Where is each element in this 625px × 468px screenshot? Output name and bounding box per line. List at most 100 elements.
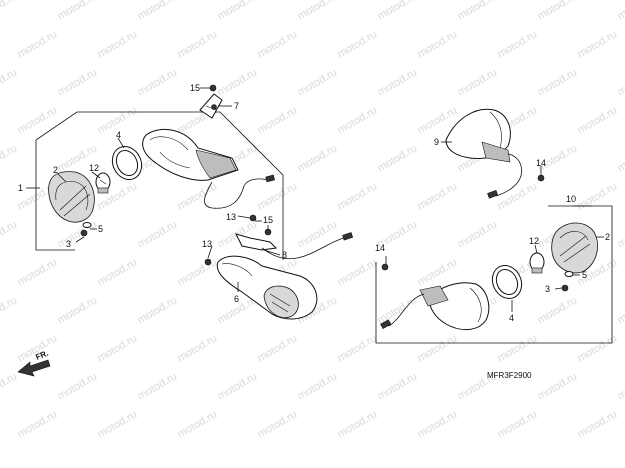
watermark-text: motod.ru <box>576 104 620 136</box>
watermark-text: motod.ru <box>296 142 340 174</box>
watermark-text: motod.ru <box>136 66 180 98</box>
watermark-text: motod.ru <box>416 180 460 212</box>
watermark-text: motod.ru <box>96 408 140 440</box>
watermark-text: motod.ru <box>336 256 380 288</box>
front-group-frame-left <box>35 140 75 251</box>
front-turn-signal-lower <box>216 255 318 320</box>
callout-front-4: 4 <box>116 130 121 140</box>
watermark-text: motod.ru <box>136 294 180 326</box>
watermark-text: motod.ru <box>256 180 300 212</box>
watermark-text: motod.ru <box>536 370 580 402</box>
watermark-text: motod.ru <box>496 332 540 364</box>
rear-turn-signal-upper <box>445 108 511 163</box>
callout-labels: 1 2 3 4 5 6 7 8 12 13 13 15 15 9 10 14 1… <box>18 83 610 323</box>
watermark-text: motod.ru <box>136 370 180 402</box>
watermark-text: motod.ru <box>0 218 19 250</box>
front-housing <box>142 128 239 181</box>
callout-rear-10: 10 <box>566 194 576 204</box>
watermark-text: motod.ru <box>456 218 500 250</box>
watermark-text: motod.ru <box>96 256 140 288</box>
direction-indicator: FR. <box>17 349 51 377</box>
rear-bulb <box>529 252 545 274</box>
watermark-text: motod.ru <box>256 28 300 60</box>
watermark-text: motod.ru <box>336 28 380 60</box>
watermark-text: motod.ru <box>416 256 460 288</box>
front-lens <box>48 171 95 223</box>
watermark-text: motod.ru <box>176 28 220 60</box>
watermark-text: motod.ru <box>416 332 460 364</box>
rear-screw-set <box>554 271 574 292</box>
watermark-text: motod.ru <box>336 408 380 440</box>
watermark-text: motod.ru <box>296 66 340 98</box>
direction-label: FR. <box>34 349 49 362</box>
watermark-text: motod.ru <box>0 142 19 174</box>
callout-front-3: 3 <box>66 239 71 249</box>
watermark-text: motod.ru <box>16 408 60 440</box>
watermark-text: motod.ru <box>0 294 19 326</box>
front-lower-bracket <box>204 214 278 266</box>
callout-front-1: 1 <box>18 183 23 193</box>
front-group-frame-top <box>35 111 284 260</box>
front-bulb <box>95 172 111 194</box>
watermark-text: motod.ru <box>256 332 300 364</box>
watermark-text: motod.ru <box>176 256 220 288</box>
front-arrow-icon <box>17 359 51 377</box>
watermark-text: motod.ru <box>56 218 100 250</box>
watermark-text: motod.ru <box>336 180 380 212</box>
callout-front-15a: 15 <box>190 83 200 93</box>
watermark-text: motod.ru <box>376 0 420 23</box>
watermark-text: motod.ru <box>56 370 100 402</box>
rear-upper-wire <box>495 153 522 197</box>
watermark-text: motod.ru <box>336 104 380 136</box>
watermark-text: motod.ru <box>376 66 420 98</box>
watermark-text: motod.ru <box>616 66 625 98</box>
watermark-text: motod.ru <box>96 28 140 60</box>
callout-front-15b: 15 <box>263 215 273 225</box>
watermark-text: motod.ru <box>576 180 620 212</box>
rear-gasket-ring <box>491 264 523 300</box>
watermark-text: motod.ru <box>96 332 140 364</box>
callout-rear-4: 4 <box>509 313 514 323</box>
watermark-text: motod.ru <box>16 104 60 136</box>
watermark-text: motod.ru <box>416 408 460 440</box>
rear-bolt-14b <box>381 263 389 271</box>
rear-lower-wire <box>387 293 425 327</box>
watermark-text: motod.ru <box>0 370 19 402</box>
watermark-text: motod.ru <box>0 0 19 23</box>
watermark-text: motod.ru <box>416 28 460 60</box>
watermark-text: motod.ru <box>536 66 580 98</box>
watermark-text: motod.ru <box>176 408 220 440</box>
leader-lines <box>26 87 604 312</box>
watermark-text: motod.ru <box>616 0 625 23</box>
watermark-text: motod.ru <box>616 218 625 250</box>
watermark-text: motod.ru <box>376 142 420 174</box>
callout-front-5: 5 <box>98 224 103 234</box>
watermark-text: motod.ru <box>336 332 380 364</box>
callout-front-13a: 13 <box>226 212 236 222</box>
watermark-text: motod.ru <box>576 408 620 440</box>
callout-rear-3: 3 <box>545 284 550 294</box>
watermark-text: motod.ru <box>496 28 540 60</box>
watermark-text: motod.ru <box>136 0 180 23</box>
watermark-text: motod.ru <box>376 294 420 326</box>
watermark-text: motod.ru <box>136 218 180 250</box>
watermark-text: motod.ru <box>56 66 100 98</box>
diagram-code: MFR3F2900 <box>487 371 532 380</box>
watermark-text: motod.ru <box>56 0 100 23</box>
callout-rear-12: 12 <box>529 236 539 246</box>
callout-rear-14a: 14 <box>536 158 546 168</box>
watermark-text: motod.ru <box>496 180 540 212</box>
watermark-text: motod.ru <box>296 370 340 402</box>
watermark-text: motod.ru <box>216 370 260 402</box>
watermark-text: motod.ru <box>16 256 60 288</box>
watermark-text: motod.ru <box>616 370 625 402</box>
rear-assembly <box>375 108 613 344</box>
watermark-text: motod.ru <box>216 66 260 98</box>
watermark-text: motod.ru <box>296 0 340 23</box>
watermark-text: motod.ru <box>456 0 500 23</box>
callout-front-8: 8 <box>282 250 287 260</box>
watermark-text: motod.ru <box>456 66 500 98</box>
watermark-text: motod.ru <box>16 28 60 60</box>
callout-front-2: 2 <box>53 165 58 175</box>
watermark-text: motod.ru <box>536 294 580 326</box>
